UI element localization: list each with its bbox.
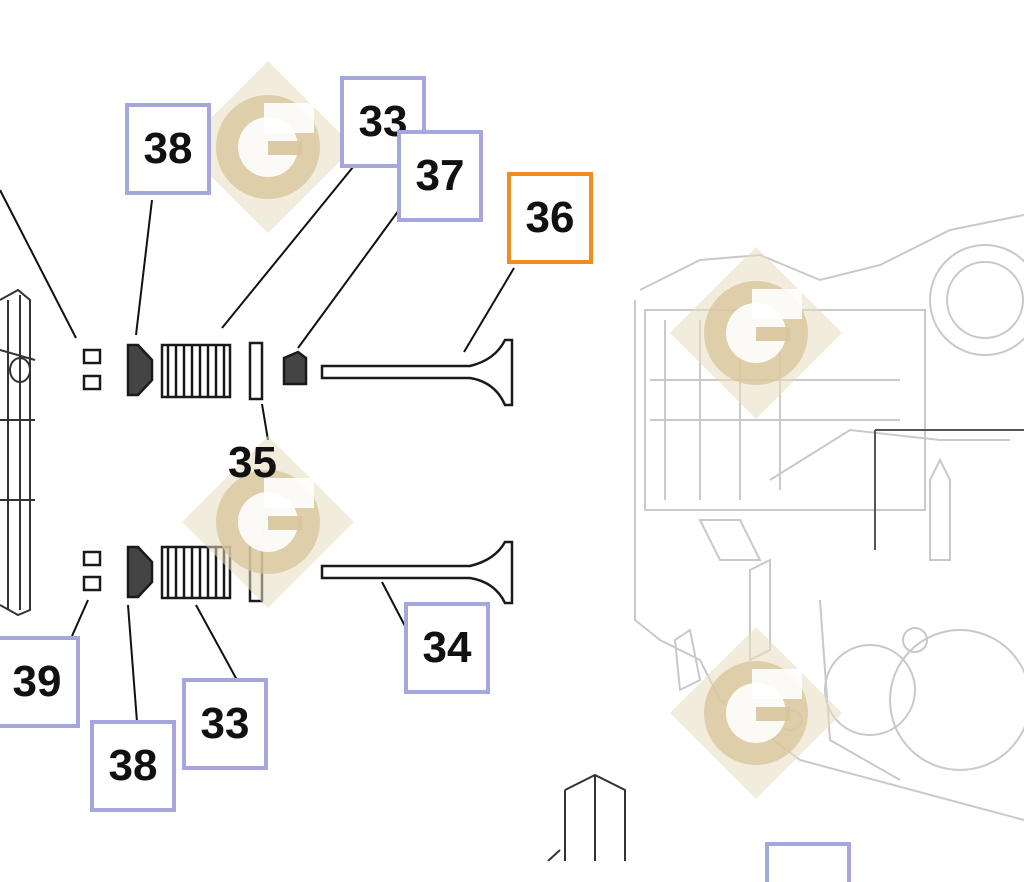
callout-37[interactable]: 37 xyxy=(397,130,483,222)
callout-partial-bottom[interactable] xyxy=(765,842,851,882)
tappet-drawing xyxy=(547,773,626,861)
leader-lines xyxy=(0,139,515,723)
rocker-assembly-drawing xyxy=(0,288,36,617)
callout-33-bottom[interactable]: 33 xyxy=(182,678,268,770)
label-35[interactable]: 35 xyxy=(228,438,277,487)
callout-38-bottom[interactable]: 38 xyxy=(90,720,176,812)
callout-34[interactable]: 34 xyxy=(404,602,490,694)
upper-valve-parts xyxy=(82,338,514,407)
callout-38-top[interactable]: 38 xyxy=(125,103,211,195)
exploded-parts-diagram xyxy=(0,61,1024,861)
callout-36-selected[interactable]: 36 xyxy=(507,172,593,264)
callout-39[interactable]: 39 xyxy=(0,636,80,728)
